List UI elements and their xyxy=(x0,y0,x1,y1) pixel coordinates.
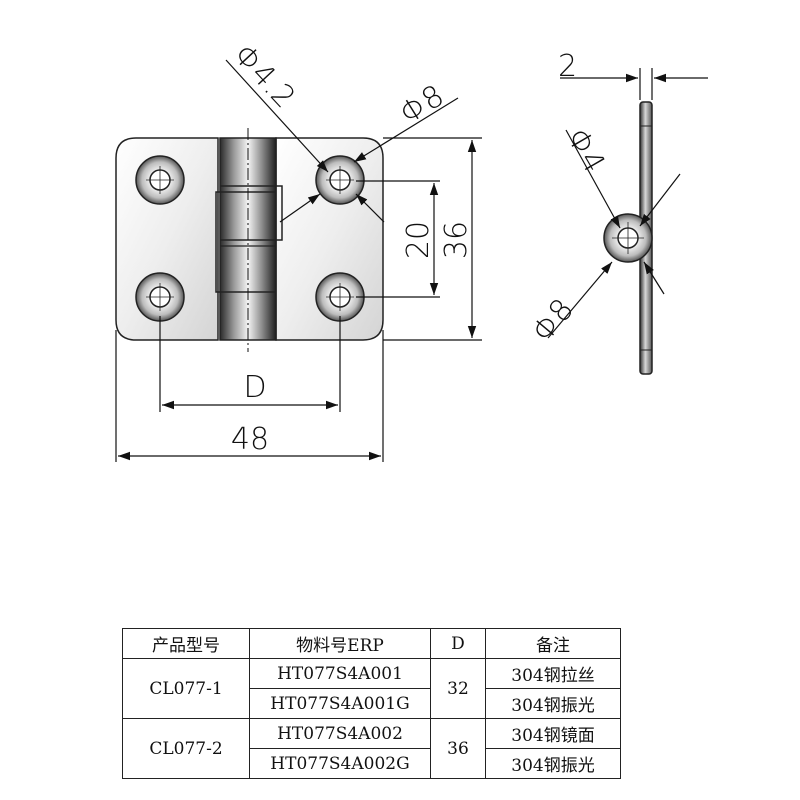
cell-note: 304钢拉丝 xyxy=(485,658,621,689)
side-dimensions xyxy=(547,68,708,339)
cell-erp: HT077S4A001G xyxy=(249,688,431,719)
cell-note: 304钢振光 xyxy=(485,748,621,779)
cell-note: 304钢镜面 xyxy=(485,718,621,749)
cell-erp: HT077S4A002 xyxy=(249,718,431,749)
mounting-hole xyxy=(315,272,365,322)
leader-line xyxy=(547,261,613,339)
spec-table: 产品型号 物料号ERP D 备注 CL077-1 HT077S4A001 32 … xyxy=(122,628,621,779)
front-dimensions xyxy=(115,59,482,462)
leader-line xyxy=(355,193,385,223)
leader-line xyxy=(643,261,665,295)
knuckle-cut-line xyxy=(215,191,276,293)
leader-line xyxy=(279,193,321,223)
dim-hole-spacing-h: D xyxy=(243,370,266,405)
dim-height: 36 xyxy=(439,221,474,259)
cell-d: 36 xyxy=(430,718,486,779)
dim-hole-diameter-front: Φ4.2 xyxy=(226,38,302,116)
leader-line xyxy=(353,97,459,163)
mounting-hole xyxy=(135,272,185,322)
dim-countersink-side: Φ8 xyxy=(525,292,581,349)
dim-countersink-front: Φ8 xyxy=(394,78,451,131)
cell-d: 32 xyxy=(430,658,486,719)
cell-erp: HT077S4A001 xyxy=(249,658,431,689)
mounting-hole xyxy=(315,155,365,205)
leader-line xyxy=(565,129,621,229)
leader-line xyxy=(639,173,681,227)
cell-erp: HT077S4A002G xyxy=(249,748,431,779)
header-model: 产品型号 xyxy=(122,628,250,659)
table-row: HT077S4A001G 304钢振光 xyxy=(123,688,621,719)
cell-note: 304钢振光 xyxy=(485,688,621,719)
header-erp: 物料号ERP xyxy=(249,628,431,659)
hinge-side-view xyxy=(603,101,653,375)
table-row: CL077-2 HT077S4A002 36 304钢镜面 xyxy=(122,718,621,779)
knuckle-cut-line xyxy=(220,185,283,241)
header-d: D xyxy=(430,628,486,659)
table-row: HT077S4A002G 304钢振光 xyxy=(123,748,621,779)
mounting-hole xyxy=(135,155,185,205)
hinge-front-view xyxy=(115,128,384,352)
cell-model: CL077-2 xyxy=(122,718,250,779)
leader-line xyxy=(225,59,329,173)
cell-model: CL077-1 xyxy=(122,658,250,719)
dim-thickness: 2 xyxy=(558,49,577,84)
header-note: 备注 xyxy=(485,628,621,659)
dim-hole-spacing-v: 20 xyxy=(401,221,436,259)
table-row: CL077-1 HT077S4A001 32 304钢拉丝 xyxy=(122,658,621,719)
dim-width: 48 xyxy=(231,422,269,457)
table-header-row: 产品型号 物料号ERP D 备注 xyxy=(122,628,621,659)
